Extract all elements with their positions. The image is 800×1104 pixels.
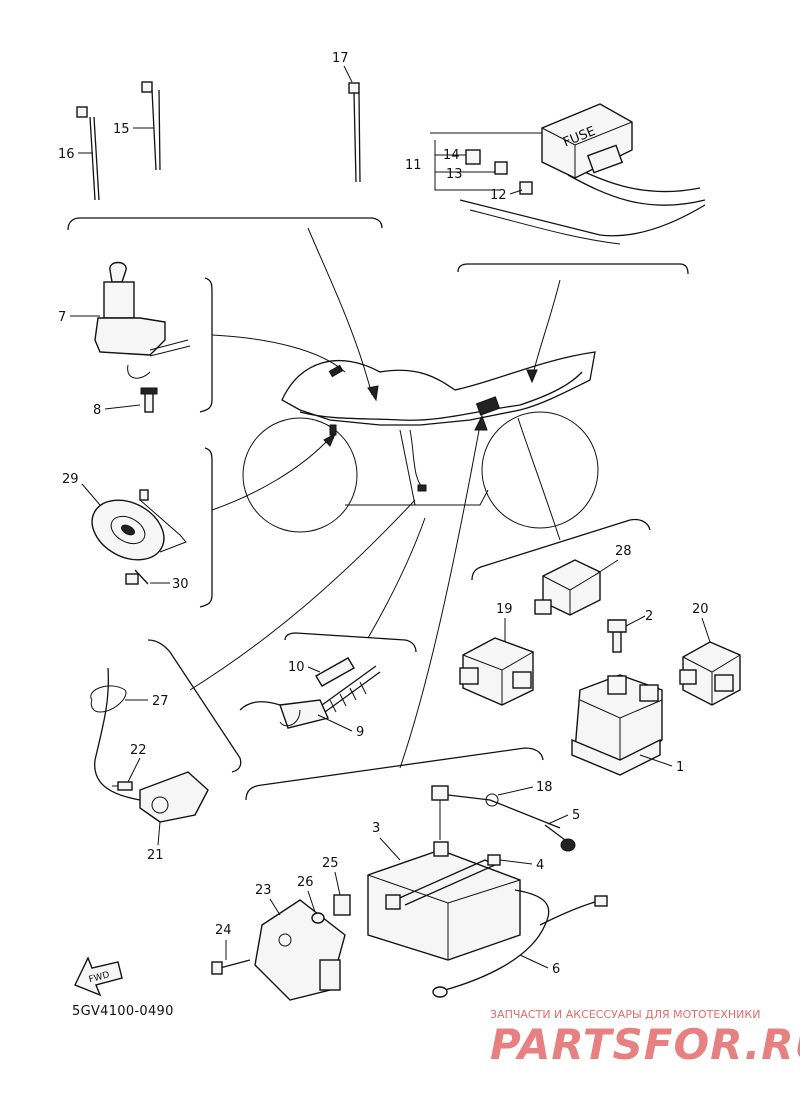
callout-22: 22 [130, 743, 147, 758]
band-17 [348, 82, 361, 183]
callout-13: 13 [446, 167, 463, 182]
callout-29: 29 [62, 472, 79, 487]
starter-relay-1 [571, 619, 663, 776]
callout-18: 18 [536, 780, 553, 795]
horn-29 [91, 489, 187, 585]
callout-27: 27 [152, 694, 169, 709]
relay-20 [679, 641, 741, 706]
sidestand-switch-9 [239, 657, 381, 729]
callouts: 17 15 16 14 13 11 12 7 8 29 30 28 19 [58, 51, 711, 977]
neutral-switch-21 [90, 667, 209, 823]
callout-12: 12 [490, 188, 507, 203]
callout-7: 7 [58, 310, 66, 325]
relay-19 [459, 637, 534, 706]
clamp-16 [76, 106, 100, 201]
cable-6 [432, 889, 608, 998]
battery-3 [367, 841, 521, 961]
callout-17: 17 [332, 51, 349, 66]
callout-21: 21 [147, 848, 164, 863]
diagram-code: 5GV4100-0490 [72, 1004, 174, 1019]
main-switch-7 [94, 261, 191, 413]
callout-14: 14 [443, 148, 460, 163]
callout-11: 11 [405, 158, 422, 173]
fwd-arrow: FWD [74, 956, 123, 997]
callout-1: 1 [676, 760, 684, 775]
callout-26: 26 [297, 875, 314, 890]
group-brackets [67, 217, 689, 801]
callout-3: 3 [372, 821, 380, 836]
callout-28: 28 [615, 544, 632, 559]
callout-5: 5 [572, 808, 580, 823]
watermark-brand[interactable]: PARTSFOR.RU [490, 1020, 800, 1069]
clamp-15 [141, 81, 161, 171]
callout-19: 19 [496, 602, 513, 617]
motorcycle-outline [242, 351, 599, 533]
watermark-tagline: ЗАПЧАСТИ И АКСЕССУАРЫ ДЛЯ МОТОТЕХНИКИ [490, 1008, 761, 1021]
callout-20: 20 [692, 602, 709, 617]
cable-5 [431, 785, 576, 852]
callout-15: 15 [113, 122, 130, 137]
callout-8: 8 [93, 403, 101, 418]
fuse-box: FUSE [430, 103, 706, 245]
callout-25: 25 [322, 856, 339, 871]
callout-6: 6 [552, 962, 560, 977]
callout-9: 9 [356, 725, 364, 740]
relay-28 [534, 559, 601, 616]
callout-4: 4 [536, 858, 544, 873]
leader-lines [189, 227, 561, 769]
callout-30: 30 [172, 577, 189, 592]
callout-10: 10 [288, 660, 305, 675]
callout-24: 24 [215, 923, 232, 938]
rectifier-23 [211, 894, 351, 1001]
callout-23: 23 [255, 883, 272, 898]
callout-2: 2 [645, 609, 653, 624]
callout-16: 16 [58, 147, 75, 162]
